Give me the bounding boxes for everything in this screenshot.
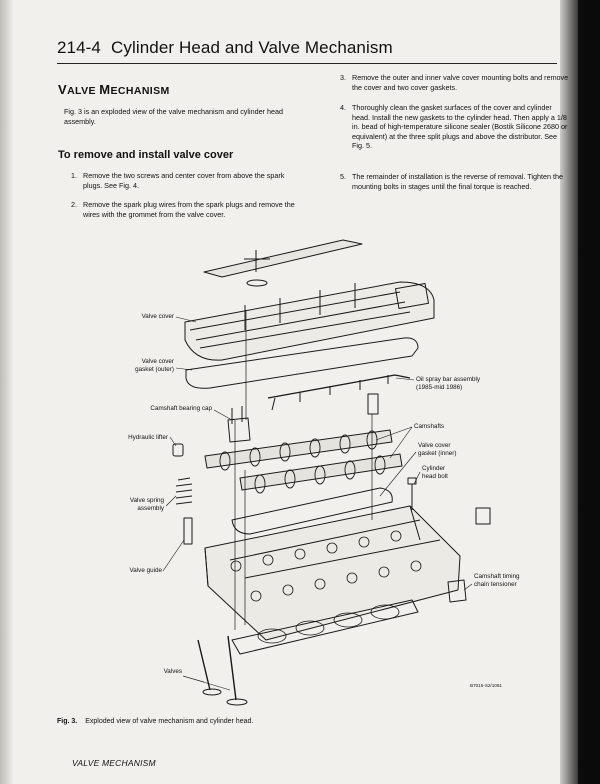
manual-page: 214-4 Cylinder Head and Valve Mechanism V… — [0, 0, 578, 784]
label-oil-spray-bar: Oil spray bar assembly(1985-mid 1986) — [416, 376, 481, 391]
label-valve-guide: Valve guide — [129, 567, 162, 574]
exploded-view-diagram — [162, 239, 491, 706]
page-footer: VALVE MECHANISM — [72, 758, 156, 768]
oil-spray-bar — [267, 374, 411, 399]
label-valves: Valves — [163, 668, 182, 675]
subsection-heading: To remove and install valve cover — [58, 149, 234, 161]
chain-tensioner — [447, 579, 467, 603]
camshaft-bearing-cap — [227, 417, 251, 443]
page-number: 214-4 — [57, 38, 101, 57]
label-valve-cover: Valve cover — [141, 313, 174, 320]
section-heading: VALVE MECHANISM — [58, 82, 170, 97]
valve — [197, 639, 211, 691]
header-rule — [57, 63, 557, 64]
step-item: 4.Thoroughly clean the gasket surfaces o… — [340, 103, 568, 151]
binding-shadow — [560, 0, 600, 784]
label-hydraulic-lifter: Hydraulic lifter — [128, 434, 168, 441]
valve-cover-gasket-outer — [185, 337, 419, 389]
camshaft-1 — [204, 429, 393, 469]
label-camshafts: Camshafts — [414, 423, 445, 430]
page-gutter-shadow — [0, 0, 14, 784]
camshaft-2 — [239, 453, 403, 491]
figure-caption: Fig. 3.Exploded view of valve mechanism … — [57, 718, 254, 725]
valve-guide — [183, 517, 193, 545]
step-item: 3.Remove the outer and inner valve cover… — [340, 73, 569, 92]
intro-paragraph: Fig. 3 is an exploded view of the valve … — [64, 107, 283, 126]
page-header: 214-4 Cylinder Head and Valve Mechanism — [57, 38, 393, 58]
step-item: 5.The remainder of installation is the r… — [340, 172, 563, 191]
valve-cover — [184, 281, 435, 361]
chapter-title: Cylinder Head and Valve Mechanism — [110, 38, 393, 57]
hydraulic-lifter — [172, 443, 184, 457]
label-camshaft-bearing-cap: Camshaft bearing cap — [150, 405, 212, 412]
center-cover-plate — [203, 239, 363, 278]
step-item: 1.Remove the two screws and center cover… — [71, 171, 285, 190]
cylinder-head — [204, 505, 461, 641]
valve-spring — [175, 477, 193, 505]
figure-code: B7015-S2/1061 — [470, 683, 502, 688]
step-item: 2.Remove the spark plug wires from the s… — [71, 200, 295, 219]
